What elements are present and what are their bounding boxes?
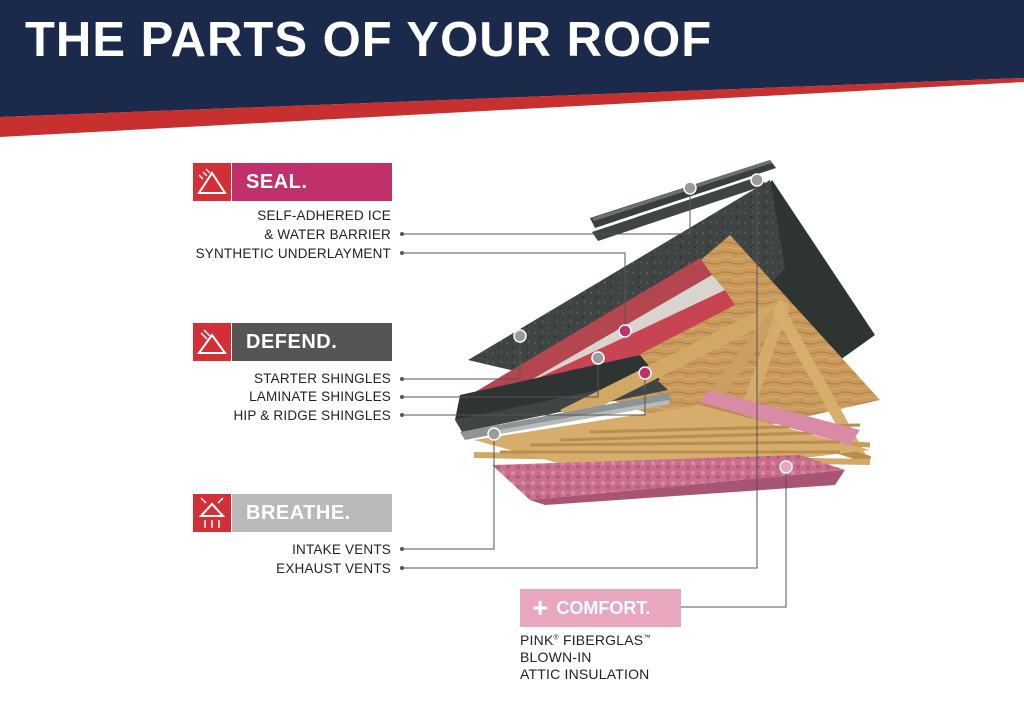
leader-lines <box>402 180 787 608</box>
page-title: THE PARTS OF YOUR ROOF <box>25 13 713 67</box>
plus-icon: + <box>532 592 549 623</box>
seal-item-ice-water-barrier-line1: SELF-ADHERED ICE <box>257 208 391 223</box>
markers <box>487 173 793 474</box>
comfort-category-label: + COMFORT. <box>520 589 681 627</box>
defend-item-hip-ridge-shingles: HIP & RIDGE SHINGLES <box>233 408 391 423</box>
title-banner <box>0 0 1024 137</box>
comfort-item-pink-fiberglas: PINK® FIBERGLAS™ <box>520 632 651 648</box>
seal-item-ice-water-barrier-line2: & WATER BARRIER <box>264 227 391 242</box>
defend-item-starter-shingles: STARTER SHINGLES <box>254 371 391 386</box>
defend-category-label: DEFEND. <box>232 323 392 361</box>
breathe-category-label: BREATHE. <box>232 494 392 532</box>
comfort-item-attic-insulation: ATTIC INSULATION <box>520 666 650 682</box>
defend-item-laminate-shingles: LAMINATE SHINGLES <box>249 389 391 404</box>
shingle-shield-icon <box>193 323 231 361</box>
airflow-vent-icon <box>193 494 231 532</box>
breathe-item-intake-vents: INTAKE VENTS <box>292 542 391 557</box>
comfort-label-text: COMFORT. <box>556 598 651 618</box>
seal-category-label: SEAL. <box>232 163 392 201</box>
ridge-caps <box>590 160 776 241</box>
ice-water-barrier-icon <box>193 163 231 201</box>
breathe-item-exhaust-vents: EXHAUST VENTS <box>276 561 391 576</box>
comfort-item-blown-in: BLOWN-IN <box>520 649 592 665</box>
seal-item-synthetic-underlayment: SYNTHETIC UNDERLAYMENT <box>195 246 391 261</box>
vent-strips <box>460 393 672 440</box>
